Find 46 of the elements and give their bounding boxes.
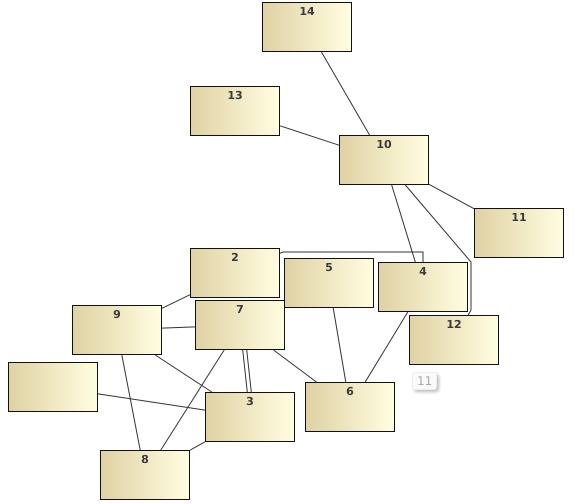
connector-line [391,184,416,262]
node-label: 11 [510,211,528,224]
connector-line [154,354,212,392]
node-box [305,382,395,432]
node-label: 8 [140,453,150,466]
connector-line [121,354,141,450]
connector-line [160,350,225,450]
connector-line [404,184,472,316]
connector-line [280,252,424,262]
connector-line [242,350,248,392]
node-box [100,450,190,500]
node-box [339,135,429,185]
connector-line [364,312,408,382]
node-box [8,362,98,412]
node-box [195,300,285,350]
connector-line [428,184,474,210]
node-box [72,305,162,355]
node-label: 12 [445,318,463,331]
connector-line [162,326,196,329]
connector-line [320,52,370,136]
node-box [474,208,564,258]
connector-line [162,294,190,309]
node-label: 14 [298,5,316,18]
node-label: 3 [245,395,255,408]
node-box [262,2,352,52]
node-box [190,248,280,298]
node-label: 10 [375,138,393,151]
connector-line [246,350,252,392]
node-label: 7 [235,303,245,316]
node-label: 9 [112,308,122,321]
tooltip-label: 11 [412,372,438,390]
node-label: 6 [345,385,355,398]
node-box [190,86,280,136]
connector-line [190,441,206,451]
node-label: 4 [418,265,428,278]
node-box [409,315,499,365]
node-label: 13 [226,89,244,102]
node-label: 5 [324,261,334,274]
node-box [284,258,374,308]
connector-line [332,308,346,382]
node-label: 2 [230,251,240,264]
connector-line [98,393,206,411]
node-box [205,392,295,442]
connector-line [280,125,340,146]
node-box [378,262,468,312]
connector-line [273,350,317,382]
